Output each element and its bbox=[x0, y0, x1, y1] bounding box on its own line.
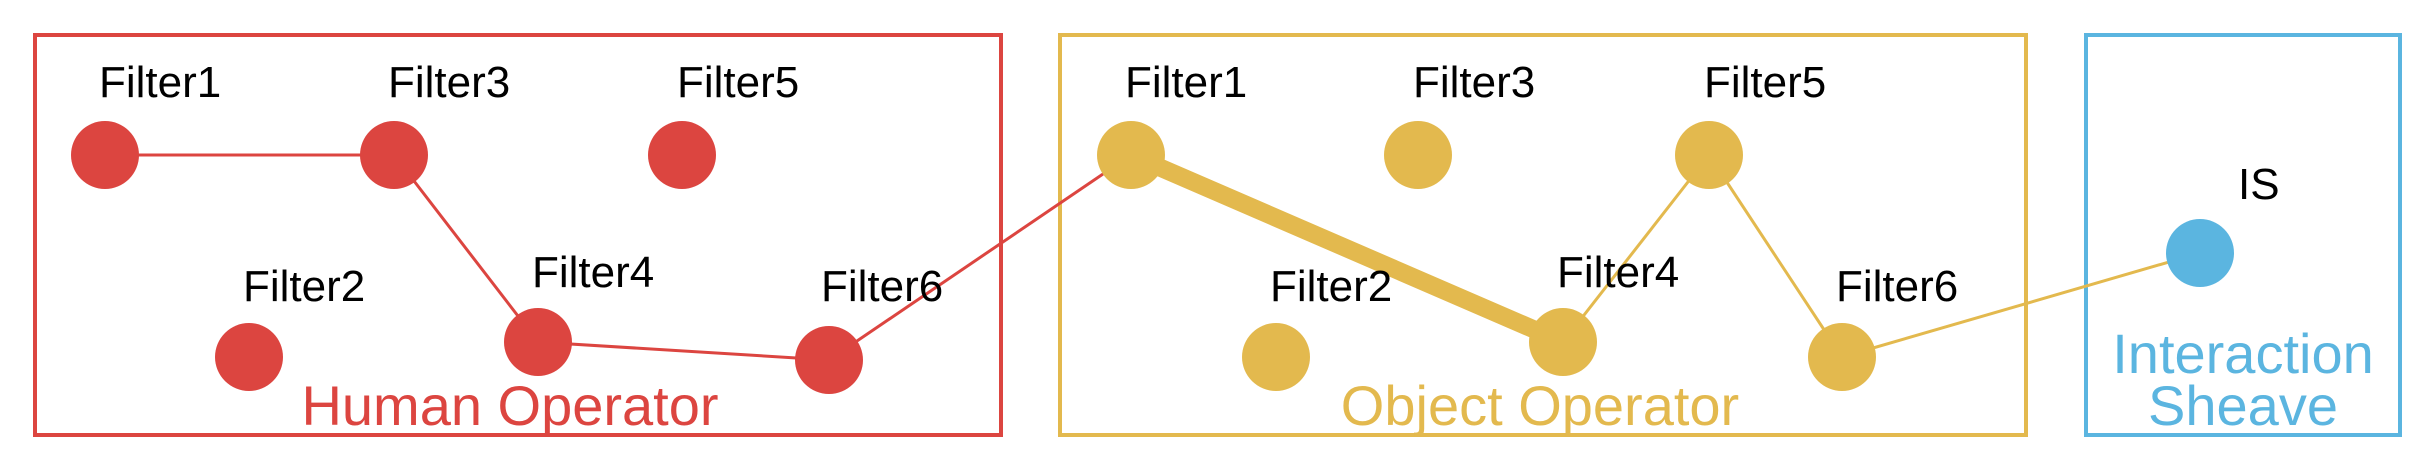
is-label: IS bbox=[2238, 160, 2280, 209]
edge-object-filter5-filter6 bbox=[1707, 154, 1844, 358]
human-filter1-label: Filter1 bbox=[99, 58, 221, 107]
is-node bbox=[2166, 219, 2234, 287]
edge-object-filter1-filter4 bbox=[1122, 146, 1572, 351]
object-filter6-node bbox=[1808, 323, 1876, 391]
interaction-sheave-panel bbox=[2084, 33, 2402, 437]
human-operator-panel bbox=[33, 33, 1003, 437]
human-filter4-node bbox=[504, 308, 572, 376]
object-filter5-label: Filter5 bbox=[1704, 58, 1826, 107]
object-filter2-label: Filter2 bbox=[1270, 262, 1392, 311]
human-filter4-label: Filter4 bbox=[532, 248, 654, 297]
edge-object-filter4-filter5 bbox=[1561, 154, 1711, 343]
human-filter2-node bbox=[215, 323, 283, 391]
object-filter6-label: Filter6 bbox=[1836, 262, 1958, 311]
human-operator-title: Human Operator bbox=[301, 374, 718, 437]
object-operator-title: Object Operator bbox=[1341, 374, 1739, 437]
interaction-sheave-title-line2: Sheave bbox=[2148, 374, 2338, 437]
edge-human-filter4-filter6 bbox=[537, 340, 830, 362]
human-filter6-node bbox=[795, 326, 863, 394]
object-filter1-label: Filter1 bbox=[1125, 58, 1247, 107]
object-filter3-label: Filter3 bbox=[1413, 58, 1535, 107]
human-filter3-label: Filter3 bbox=[388, 58, 510, 107]
human-filter5-label: Filter5 bbox=[677, 58, 799, 107]
edge-object-filter6-is bbox=[1841, 251, 2201, 359]
human-filter6-label: Filter6 bbox=[821, 262, 943, 311]
human-filter3-node bbox=[360, 121, 428, 189]
edge-human-filter3-filter4 bbox=[392, 154, 540, 343]
object-filter2-node bbox=[1242, 323, 1310, 391]
object-filter3-node bbox=[1384, 121, 1452, 189]
human-filter5-node bbox=[648, 121, 716, 189]
edge-human-filter6-object-filter1 bbox=[828, 153, 1132, 362]
object-filter4-label: Filter4 bbox=[1557, 248, 1679, 297]
human-filter2-label: Filter2 bbox=[243, 262, 365, 311]
object-filter1-node bbox=[1097, 121, 1165, 189]
human-filter1-node bbox=[71, 121, 139, 189]
object-filter4-node bbox=[1529, 308, 1597, 376]
object-filter5-node bbox=[1675, 121, 1743, 189]
interaction-sheave-title-line1: Interaction bbox=[2112, 322, 2374, 385]
object-operator-panel bbox=[1058, 33, 2028, 437]
